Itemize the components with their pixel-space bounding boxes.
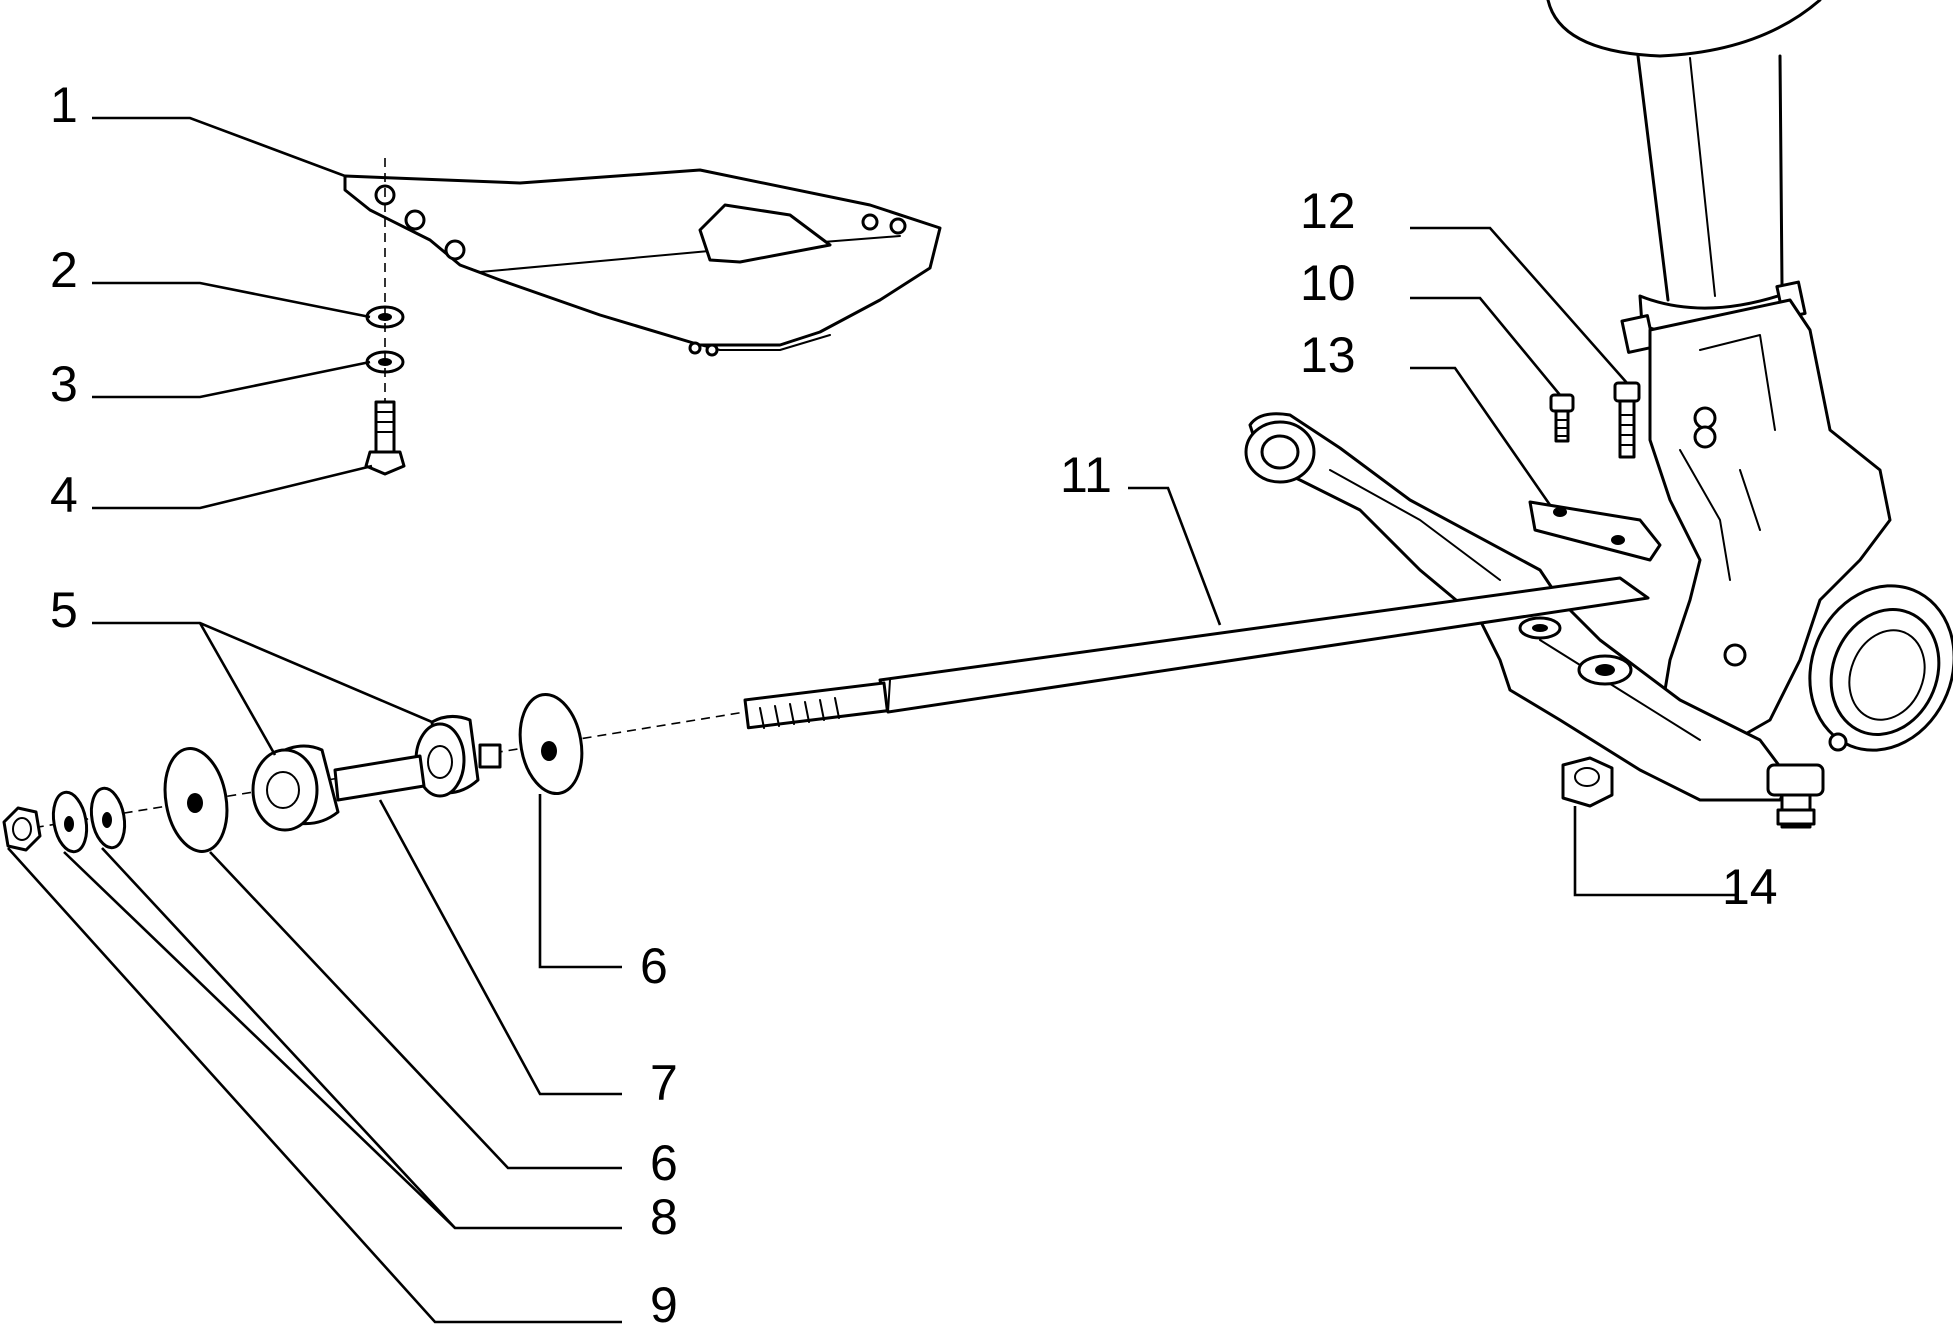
bolt-12 bbox=[1613, 381, 1641, 459]
callout-13: 13 bbox=[1300, 327, 1356, 383]
callout-5: 5 bbox=[50, 582, 78, 638]
tie-rod-bracket bbox=[1528, 500, 1662, 562]
callout-6-upper: 6 bbox=[640, 938, 668, 994]
washer-8-b bbox=[89, 786, 127, 850]
callout-8: 8 bbox=[650, 1189, 678, 1245]
bushing-5-left bbox=[251, 744, 340, 832]
callout-6-lower: 6 bbox=[650, 1135, 678, 1191]
leader-lines bbox=[7, 116, 1735, 1324]
sleeve-7 bbox=[333, 754, 426, 802]
callout-labels: 1 2 3 4 5 6 7 6 8 9 11 12 10 13 14 bbox=[50, 77, 1778, 1325]
callout-10: 10 bbox=[1300, 255, 1356, 311]
steering-knuckle bbox=[1648, 298, 1953, 762]
callout-4: 4 bbox=[50, 467, 78, 523]
strut-assembly bbox=[1546, 0, 1822, 354]
nut-9 bbox=[2, 806, 42, 852]
bolt-4 bbox=[364, 400, 406, 476]
washer-6-right bbox=[518, 692, 584, 796]
washer-8-a bbox=[51, 790, 89, 854]
callout-9: 9 bbox=[650, 1277, 678, 1325]
callout-12: 12 bbox=[1300, 183, 1356, 239]
callout-7: 7 bbox=[650, 1055, 678, 1111]
callout-3: 3 bbox=[50, 356, 78, 412]
mounting-bracket bbox=[343, 168, 942, 357]
washer-6-left bbox=[163, 747, 229, 853]
callout-11: 11 bbox=[1060, 447, 1112, 503]
tie-rod bbox=[743, 576, 1650, 730]
bushing-5-right bbox=[414, 715, 502, 798]
callout-1: 1 bbox=[50, 77, 78, 133]
nut-14 bbox=[1561, 756, 1614, 808]
bolt-10 bbox=[1549, 393, 1575, 443]
callout-2: 2 bbox=[50, 242, 78, 298]
callout-14: 14 bbox=[1722, 859, 1778, 915]
